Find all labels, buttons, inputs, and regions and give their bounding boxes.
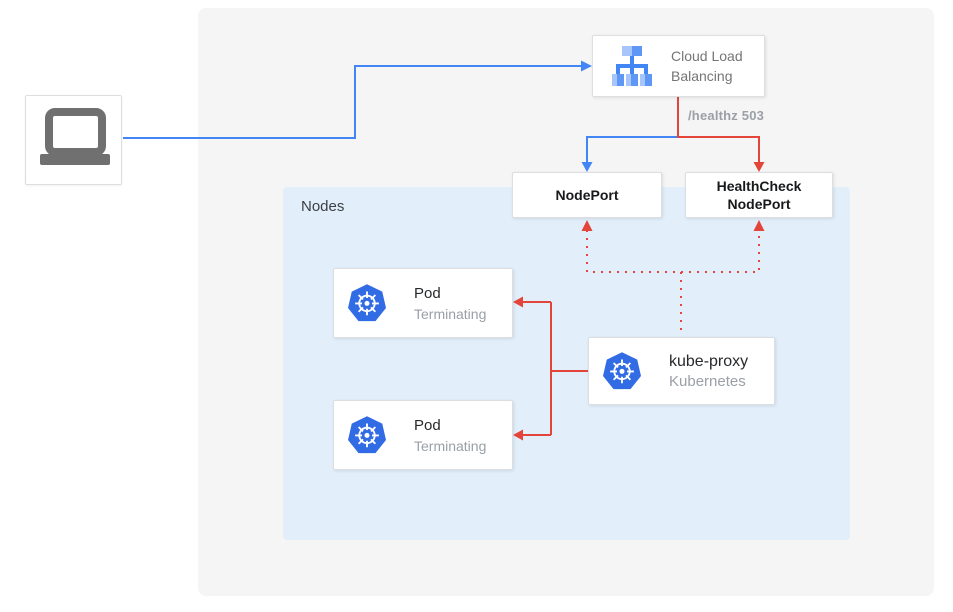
cloud-load-balancing-icon bbox=[612, 46, 652, 86]
pod-title: Pod bbox=[414, 284, 441, 302]
healthcheck-nodeport-label: HealthCheck NodePort bbox=[716, 178, 802, 212]
laptop-icon bbox=[39, 108, 110, 165]
cloud-load-balancing-label: Cloud Load Balancing bbox=[671, 48, 743, 84]
pod-title: Pod bbox=[414, 416, 441, 434]
pod-status: Terminating bbox=[414, 437, 487, 454]
nodeport-card: NodePort bbox=[512, 172, 662, 218]
kube-proxy-subtitle: Kubernetes bbox=[669, 372, 746, 390]
nodes-label: Nodes bbox=[301, 198, 345, 215]
pod-terminating-card-2: Pod Terminating bbox=[333, 400, 513, 470]
kube-proxy-card: kube-proxy Kubernetes bbox=[588, 337, 775, 405]
kubernetes-icon bbox=[348, 416, 386, 454]
cloud-load-balancing-card: Cloud Load Balancing bbox=[592, 35, 765, 97]
kubernetes-icon bbox=[348, 284, 386, 322]
pod-terminating-card-1: Pod Terminating bbox=[333, 268, 513, 338]
nodeport-label: NodePort bbox=[555, 187, 619, 203]
kubernetes-icon bbox=[603, 352, 641, 390]
healthz-503-annotation: /healthz 503 bbox=[688, 108, 765, 123]
kube-proxy-title: kube-proxy bbox=[669, 352, 749, 370]
healthcheck-nodeport-card: HealthCheck NodePort bbox=[685, 172, 833, 218]
client-laptop-card bbox=[25, 95, 122, 185]
pod-status: Terminating bbox=[414, 305, 487, 322]
